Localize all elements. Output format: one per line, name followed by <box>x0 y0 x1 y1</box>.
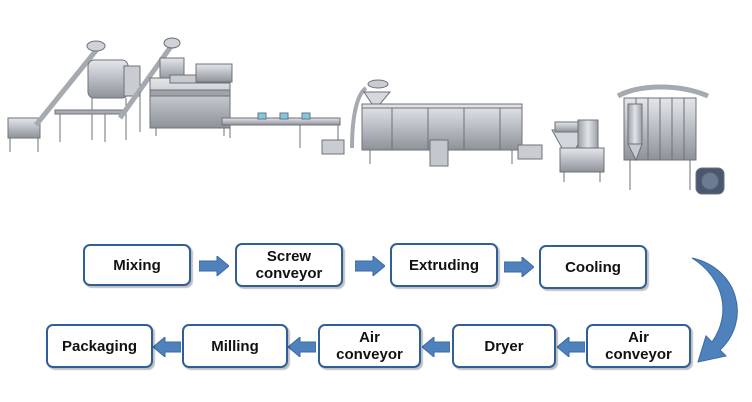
step-air-conveyor-1-label: Air conveyor <box>605 329 672 363</box>
dust-collector-machine <box>616 84 725 195</box>
step-cooling: Cooling <box>539 245 647 289</box>
step-mixing-label: Mixing <box>113 256 161 274</box>
step-dryer: Dryer <box>452 324 556 368</box>
step-screw-conveyor-label: Screw conveyor <box>255 248 323 282</box>
arrow-right-icon <box>504 257 534 277</box>
step-air-conveyor-2-label: Air conveyor <box>336 329 403 363</box>
dryer-machine <box>350 79 543 167</box>
step-air-conveyor-2: Air conveyor <box>318 324 421 368</box>
step-packaging-label: Packaging <box>61 337 138 355</box>
step-air-conveyor-1: Air conveyor <box>586 324 691 368</box>
extruder-machine <box>149 57 233 136</box>
screw-conveyor-machine <box>117 37 181 132</box>
mixer-machine <box>7 40 141 152</box>
arrow-left-icon <box>557 337 585 357</box>
arrow-left-icon <box>153 337 181 357</box>
cooling-conveyor-machine <box>221 112 345 155</box>
arrow-right-icon <box>199 256 229 276</box>
arrow-left-icon <box>422 337 450 357</box>
arrow-left-icon <box>288 337 316 357</box>
step-extruding-label: Extruding <box>409 256 479 274</box>
step-milling: Milling <box>182 324 288 368</box>
arrow-right-icon <box>355 256 385 276</box>
curved-arrow-icon <box>691 257 738 363</box>
mill-machine <box>551 119 605 182</box>
step-screw-conveyor: Screw conveyor <box>235 243 343 287</box>
production-line-illustration <box>7 37 725 195</box>
step-dryer-label: Dryer <box>484 337 524 355</box>
step-milling-label: Milling <box>211 337 259 355</box>
step-mixing: Mixing <box>83 244 191 286</box>
step-packaging: Packaging <box>46 324 153 368</box>
step-extruding: Extruding <box>390 243 498 287</box>
step-cooling-label: Cooling <box>565 258 621 276</box>
